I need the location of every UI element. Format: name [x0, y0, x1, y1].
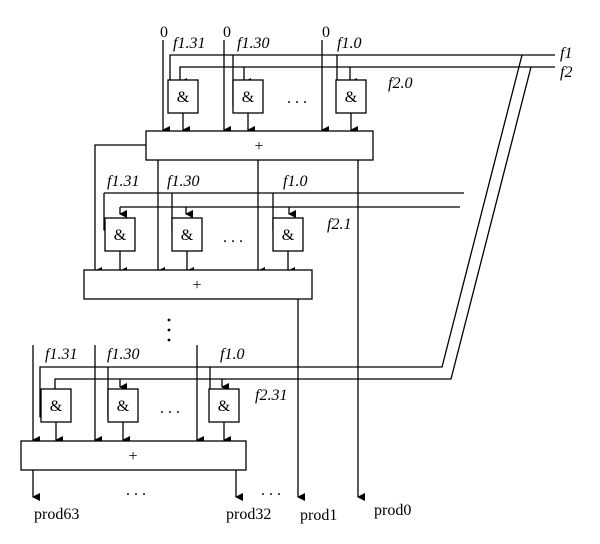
adder	[20, 440, 247, 471]
stage-1: 0 0 0 f1.31 f1.30 f1.0 f2.0 & & & . . . …	[145, 24, 412, 161]
prod1-label: prod1	[300, 507, 337, 524]
stage3-bit-label-0: f1.0	[220, 346, 244, 363]
stage1-bit-label-0: f1.0	[337, 35, 361, 52]
stage1-bit-label-31: f1.31	[173, 35, 205, 52]
prod0-label: prod0	[374, 502, 411, 519]
stage2-bit-label-0: f1.0	[283, 173, 307, 190]
ellipsis: . . .	[287, 90, 307, 107]
and-symbol: &	[181, 227, 194, 244]
and-gate	[208, 388, 240, 423]
vertical-ellipsis	[167, 318, 171, 342]
stage2-bit-label-31: f1.31	[107, 173, 139, 190]
and-symbol: &	[50, 398, 63, 415]
ellipsis: . . .	[160, 400, 180, 417]
prod32-label: prod32	[226, 506, 271, 523]
ellipsis: . . .	[261, 482, 281, 499]
stage1-multiplier-label: f2.0	[388, 75, 412, 92]
and-symbol: &	[114, 227, 127, 244]
stage-2: f1.31 f1.30 f1.0 f2.1 & & & . . . +	[83, 173, 351, 300]
adder	[83, 269, 313, 300]
ellipsis: . . .	[126, 482, 146, 499]
and-gate	[104, 217, 136, 252]
adder-symbol: +	[192, 277, 201, 294]
adder-symbol: +	[254, 138, 263, 155]
signal-labels: f1 f2	[560, 45, 572, 81]
stage3-bit-label-30: f1.30	[107, 346, 139, 363]
and-symbol: &	[345, 89, 358, 106]
f2-label: f2	[560, 64, 572, 81]
zero-input-2: 0	[223, 24, 231, 41]
stage-3: f1.31 f1.30 f1.0 f2.31 & & & . . . + . .…	[20, 345, 287, 501]
and-symbol: &	[218, 398, 231, 415]
stage1-outputs	[94, 144, 365, 501]
stage2-bit-label-30: f1.30	[167, 173, 199, 190]
stage3-bit-label-31: f1.31	[45, 346, 77, 363]
zero-input-3: 0	[322, 24, 330, 41]
and-symbol: &	[117, 398, 130, 415]
and-symbol: &	[282, 227, 295, 244]
adder	[145, 130, 374, 161]
and-symbol: &	[177, 89, 190, 106]
bus-lines	[39, 54, 555, 421]
stage2-multiplier-label: f2.1	[327, 216, 351, 233]
f1-label: f1	[560, 45, 572, 62]
stage3-multiplier-label: f2.31	[255, 387, 287, 404]
adder-symbol: +	[128, 448, 137, 465]
and-gate	[272, 217, 304, 252]
ellipsis: . . .	[223, 229, 243, 246]
stage1-bit-label-30: f1.30	[237, 35, 269, 52]
output-labels: prod63 prod32 prod1 prod0	[34, 502, 411, 524]
prod63-label: prod63	[34, 506, 79, 523]
zero-input-1: 0	[160, 24, 168, 41]
and-symbol: &	[242, 89, 255, 106]
